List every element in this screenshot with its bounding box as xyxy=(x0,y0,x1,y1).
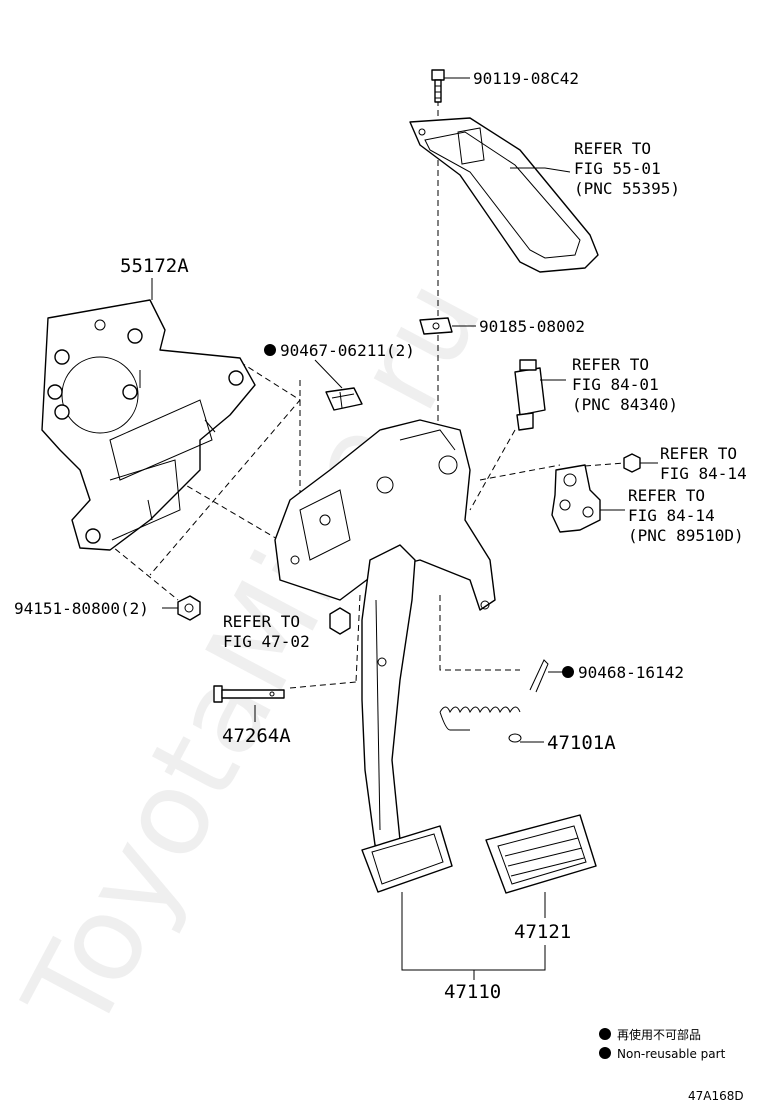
pedal-support xyxy=(274,419,496,611)
part-labels: 90119-08C42 REFER TO FIG 55-01 (PNC 5539… xyxy=(14,69,747,1003)
label-refer-84-14b-l2: FIG 84-14 xyxy=(628,506,715,525)
spring-47101a xyxy=(439,706,522,743)
nut-94151 xyxy=(177,595,201,621)
label-refer-84-14a-l1: REFER TO xyxy=(660,444,737,463)
label-90467: 90467-06211(2) xyxy=(280,341,415,360)
label-refer-84-01-l3: (PNC 84340) xyxy=(572,395,678,414)
cover-plate xyxy=(409,117,599,273)
label-refer-55-l3: (PNC 55395) xyxy=(574,179,680,198)
label-refer-84-01-l1: REFER TO xyxy=(572,355,649,374)
label-refer-47-l1: REFER TO xyxy=(223,612,300,631)
label-refer-84-01-l2: FIG 84-01 xyxy=(572,375,659,394)
clip-90468 xyxy=(529,659,549,693)
legend-dot-en xyxy=(599,1047,611,1059)
label-refer-47-l2: FIG 47-02 xyxy=(223,632,310,651)
bolt-47-02 xyxy=(329,607,351,635)
label-refer-55-l1: REFER TO xyxy=(574,139,651,158)
pin-47264a xyxy=(213,685,285,703)
legend-text-jp: 再使用不可部品 xyxy=(617,1027,701,1042)
legend: 再使用不可部品 Non-reusable part xyxy=(617,1027,726,1061)
label-90185: 90185-08002 xyxy=(479,317,585,336)
clip-90467 xyxy=(325,387,363,411)
label-90468: 90468-16142 xyxy=(578,663,684,682)
label-47101a: 47101A xyxy=(547,732,616,754)
label-refer-84-14b-l1: REFER TO xyxy=(628,486,705,505)
nut-84-14 xyxy=(623,453,641,473)
nonreusable-dot-90468 xyxy=(562,666,574,678)
figure-code: 47A168D xyxy=(688,1089,744,1103)
label-refer-84-14a-l2: FIG 84-14 xyxy=(660,464,747,483)
pedal-arm-47110 xyxy=(361,544,416,851)
nonreusable-dot-90467 xyxy=(264,344,276,356)
nut-90185 xyxy=(419,317,453,335)
label-refer-84-14b-l3: (PNC 89510D) xyxy=(628,526,744,545)
connector-84-01 xyxy=(514,359,546,431)
switch-89510d xyxy=(551,464,601,533)
legend-text-en: Non-reusable part xyxy=(617,1047,726,1061)
label-90119: 90119-08C42 xyxy=(473,69,579,88)
label-47121: 47121 xyxy=(514,921,571,943)
bolt-90119 xyxy=(431,69,445,103)
label-94151: 94151-80800(2) xyxy=(14,599,149,618)
label-47110: 47110 xyxy=(444,981,501,1003)
leader-lines xyxy=(151,77,658,980)
label-55172a: 55172A xyxy=(120,255,189,277)
pedal-pad-frame xyxy=(361,825,453,893)
pedal-pad-47121 xyxy=(485,814,597,894)
label-refer-55-l2: FIG 55-01 xyxy=(574,159,661,178)
legend-dot-jp xyxy=(599,1028,611,1040)
label-47264a: 47264A xyxy=(222,725,291,747)
bracket-55172a xyxy=(41,299,256,551)
